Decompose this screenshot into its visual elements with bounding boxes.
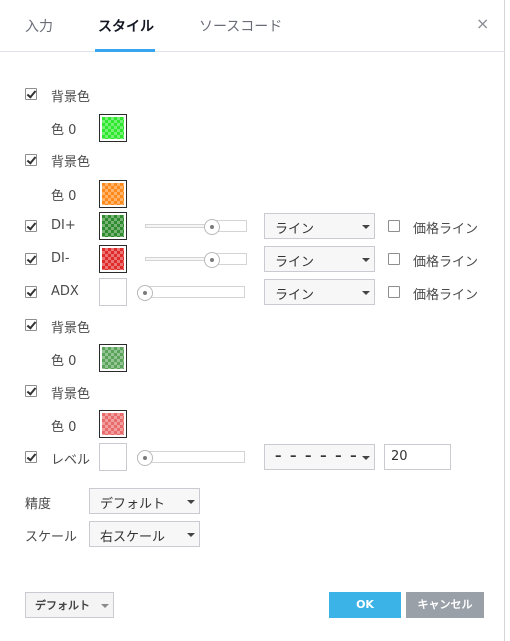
cancel-button[interactable]: キャンセル — [406, 592, 484, 618]
di-plus-line-style-select[interactable]: ライン — [264, 213, 375, 239]
background-1-checkbox[interactable] — [25, 88, 37, 100]
di-plus-price-line-checkbox[interactable] — [388, 220, 400, 232]
level-checkbox[interactable] — [25, 451, 37, 463]
defaults-button-label: デフォルト — [35, 599, 90, 612]
level-value-input[interactable]: 20 — [384, 444, 451, 470]
precision-label: 精度 — [25, 497, 52, 512]
slider-knob[interactable] — [204, 252, 220, 268]
background-1-label: 背景色 — [51, 90, 91, 105]
chevron-down-icon — [362, 456, 370, 460]
select-value: 右スケール — [100, 530, 166, 545]
adx-checkbox[interactable] — [25, 286, 37, 298]
tab-inputs[interactable]: 入力 — [25, 19, 53, 35]
swatch-fill — [102, 117, 124, 139]
select-value: ライン — [275, 288, 315, 303]
slider-track — [145, 286, 245, 298]
di-minus-checkbox[interactable] — [25, 253, 37, 265]
chevron-down-icon — [362, 225, 370, 229]
tab-bar: 入力 スタイル ソースコード × — [0, 0, 505, 52]
level-color-swatch[interactable] — [99, 443, 127, 471]
di-minus-opacity-slider[interactable] — [145, 252, 247, 268]
swatch-fill — [102, 446, 124, 468]
background-4-color-label: 色 0 — [51, 420, 77, 435]
select-value: ライン — [275, 255, 315, 270]
di-plus-checkbox[interactable] — [25, 220, 37, 232]
slider-knob[interactable] — [137, 450, 153, 466]
level-label: レベル — [51, 453, 91, 468]
di-plus-opacity-slider[interactable] — [145, 219, 247, 235]
scale-select[interactable]: 右スケール — [89, 521, 200, 547]
swatch-fill — [102, 248, 124, 270]
background-1-color-label: 色 0 — [51, 123, 77, 138]
background-3-color-swatch[interactable] — [99, 344, 127, 372]
adx-opacity-slider[interactable] — [137, 285, 245, 301]
slider-track-filled — [145, 257, 212, 261]
tab-source-code[interactable]: ソースコード — [199, 19, 283, 35]
close-icon[interactable]: × — [476, 14, 490, 33]
chevron-down-icon — [101, 604, 109, 608]
select-value: デフォルト — [100, 497, 166, 512]
di-minus-line-style-select[interactable]: ライン — [264, 246, 375, 272]
di-minus-color-swatch[interactable] — [99, 245, 127, 273]
ok-button[interactable]: OK — [329, 592, 401, 618]
swatch-fill — [102, 347, 124, 369]
background-2-color-label: 色 0 — [51, 189, 77, 204]
slider-knob[interactable] — [204, 219, 220, 235]
scale-label: スケール — [25, 530, 78, 545]
di-plus-color-swatch[interactable] — [99, 212, 127, 240]
slider-knob[interactable] — [137, 285, 153, 301]
background-2-checkbox[interactable] — [25, 154, 37, 166]
background-4-checkbox[interactable] — [25, 385, 37, 397]
background-1-color-swatch[interactable] — [99, 114, 127, 142]
background-2-color-swatch[interactable] — [99, 180, 127, 208]
select-value: – – – – – – — [275, 449, 359, 464]
tab-style[interactable]: スタイル — [98, 19, 154, 35]
active-tab-indicator — [95, 49, 155, 52]
di-minus-price-line-checkbox[interactable] — [388, 253, 400, 265]
level-line-style-select[interactable]: – – – – – – — [264, 444, 375, 470]
chevron-down-icon — [187, 533, 195, 537]
defaults-dropdown-button[interactable]: デフォルト — [25, 592, 114, 618]
adx-color-swatch[interactable] — [99, 278, 127, 306]
slider-track — [145, 451, 245, 463]
slider-track-filled — [145, 224, 212, 228]
di-minus-label: DI- — [51, 251, 70, 266]
swatch-fill — [102, 215, 124, 237]
adx-price-line-label: 価格ライン — [413, 288, 479, 303]
background-4-label: 背景色 — [51, 387, 91, 402]
chevron-down-icon — [362, 291, 370, 295]
chevron-down-icon — [187, 500, 195, 504]
di-plus-label: DI+ — [51, 218, 76, 233]
swatch-fill — [102, 183, 124, 205]
background-3-label: 背景色 — [51, 321, 91, 336]
background-2-label: 背景色 — [51, 155, 91, 170]
adx-price-line-checkbox[interactable] — [388, 286, 400, 298]
precision-select[interactable]: デフォルト — [89, 488, 200, 514]
di-plus-price-line-label: 価格ライン — [413, 222, 479, 237]
di-minus-price-line-label: 価格ライン — [413, 255, 479, 270]
level-opacity-slider[interactable] — [137, 450, 245, 466]
select-value: ライン — [275, 222, 315, 237]
adx-label: ADX — [51, 284, 79, 299]
chevron-down-icon — [362, 258, 370, 262]
swatch-fill — [102, 281, 124, 303]
swatch-fill — [102, 413, 124, 435]
adx-line-style-select[interactable]: ライン — [264, 279, 375, 305]
background-3-color-label: 色 0 — [51, 354, 77, 369]
background-4-color-swatch[interactable] — [99, 410, 127, 438]
background-3-checkbox[interactable] — [25, 319, 37, 331]
